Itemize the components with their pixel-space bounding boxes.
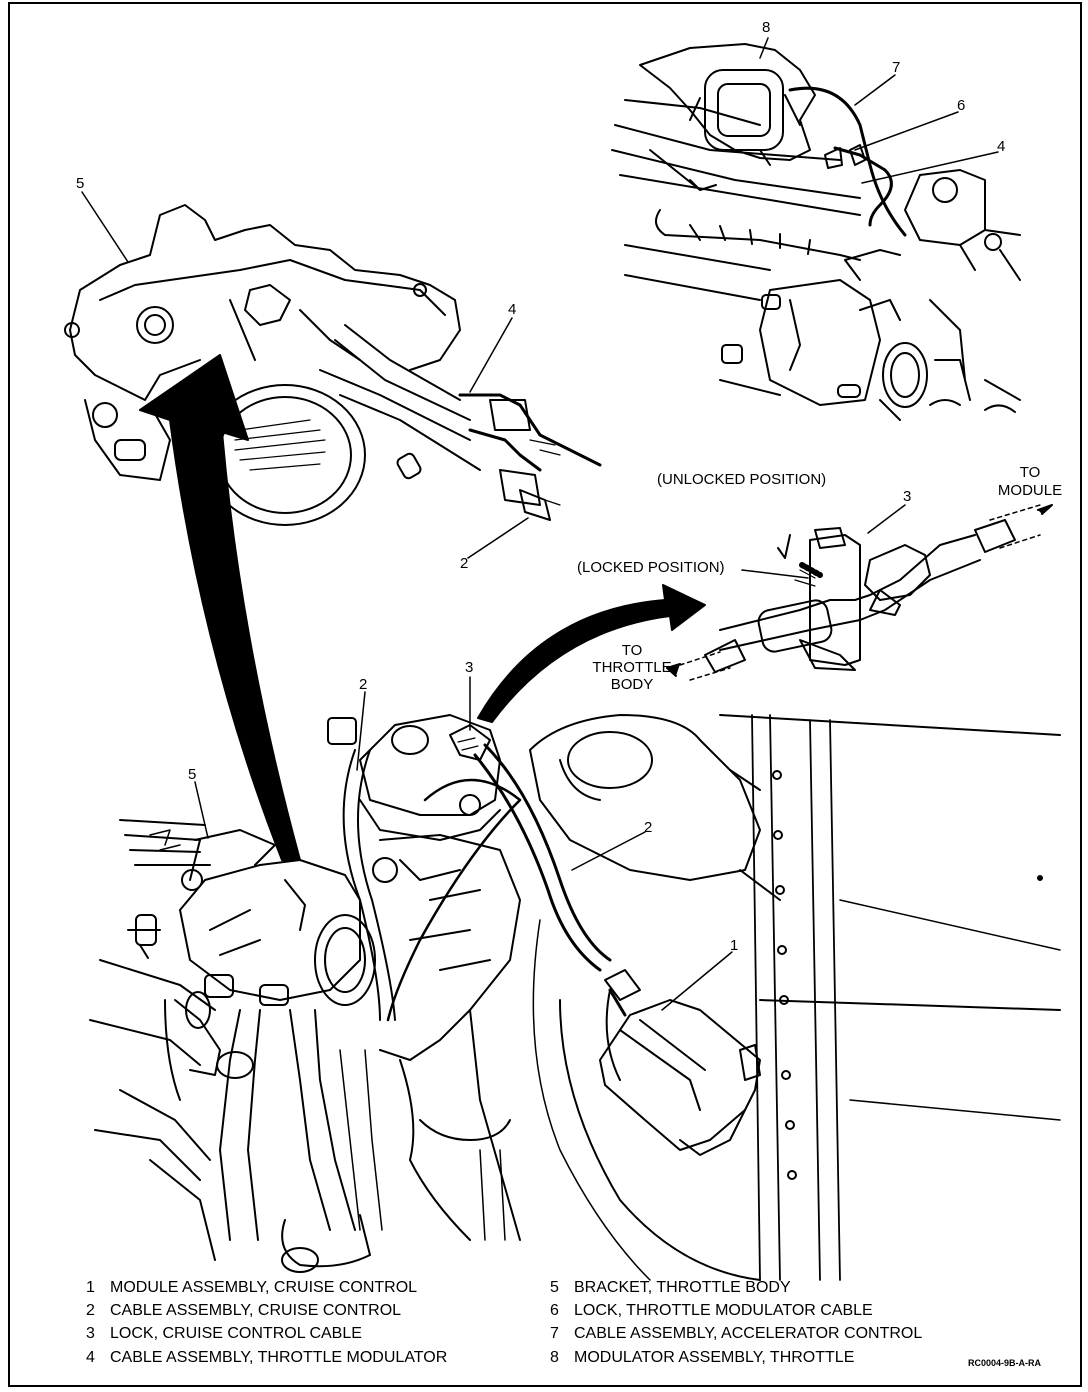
callout-4-detail: 4 bbox=[508, 301, 517, 318]
callout-5-lower: 5 bbox=[188, 766, 197, 783]
callout-3-engine: 3 bbox=[465, 659, 474, 676]
main-engine-view bbox=[90, 715, 1060, 1280]
callout-1: 1 bbox=[730, 937, 739, 954]
arrow-to-lock bbox=[478, 585, 705, 722]
leader-lines bbox=[82, 38, 998, 1010]
inset-modulator-view bbox=[612, 44, 1020, 420]
callout-2-engine: 2 bbox=[359, 676, 368, 693]
callout-2-detail: 2 bbox=[460, 555, 469, 572]
callout-3-lock-detail: 3 bbox=[903, 488, 912, 505]
locked-position-label: (LOCKED POSITION) bbox=[577, 559, 725, 576]
callout-5-upper: 5 bbox=[76, 175, 85, 192]
detail-throttle-body-bracket bbox=[65, 205, 600, 525]
callout-7: 7 bbox=[892, 59, 901, 76]
figure-code: RC0004-9B-A-RA bbox=[968, 1358, 1042, 1368]
to-module-label: TO MODULE bbox=[997, 464, 1063, 499]
callout-8: 8 bbox=[762, 19, 771, 36]
detail-cable-lock bbox=[667, 505, 1052, 680]
to-throttle-body-label: TO THROTTLE BODY bbox=[592, 642, 672, 693]
big-arrow-up bbox=[140, 355, 300, 860]
callout-2-cable: 2 bbox=[644, 819, 653, 836]
unlocked-position-label: (UNLOCKED POSITION) bbox=[657, 471, 827, 488]
callout-6: 6 bbox=[957, 97, 966, 114]
callout-4-inset: 4 bbox=[997, 138, 1006, 155]
figure-frame bbox=[8, 2, 1082, 1387]
